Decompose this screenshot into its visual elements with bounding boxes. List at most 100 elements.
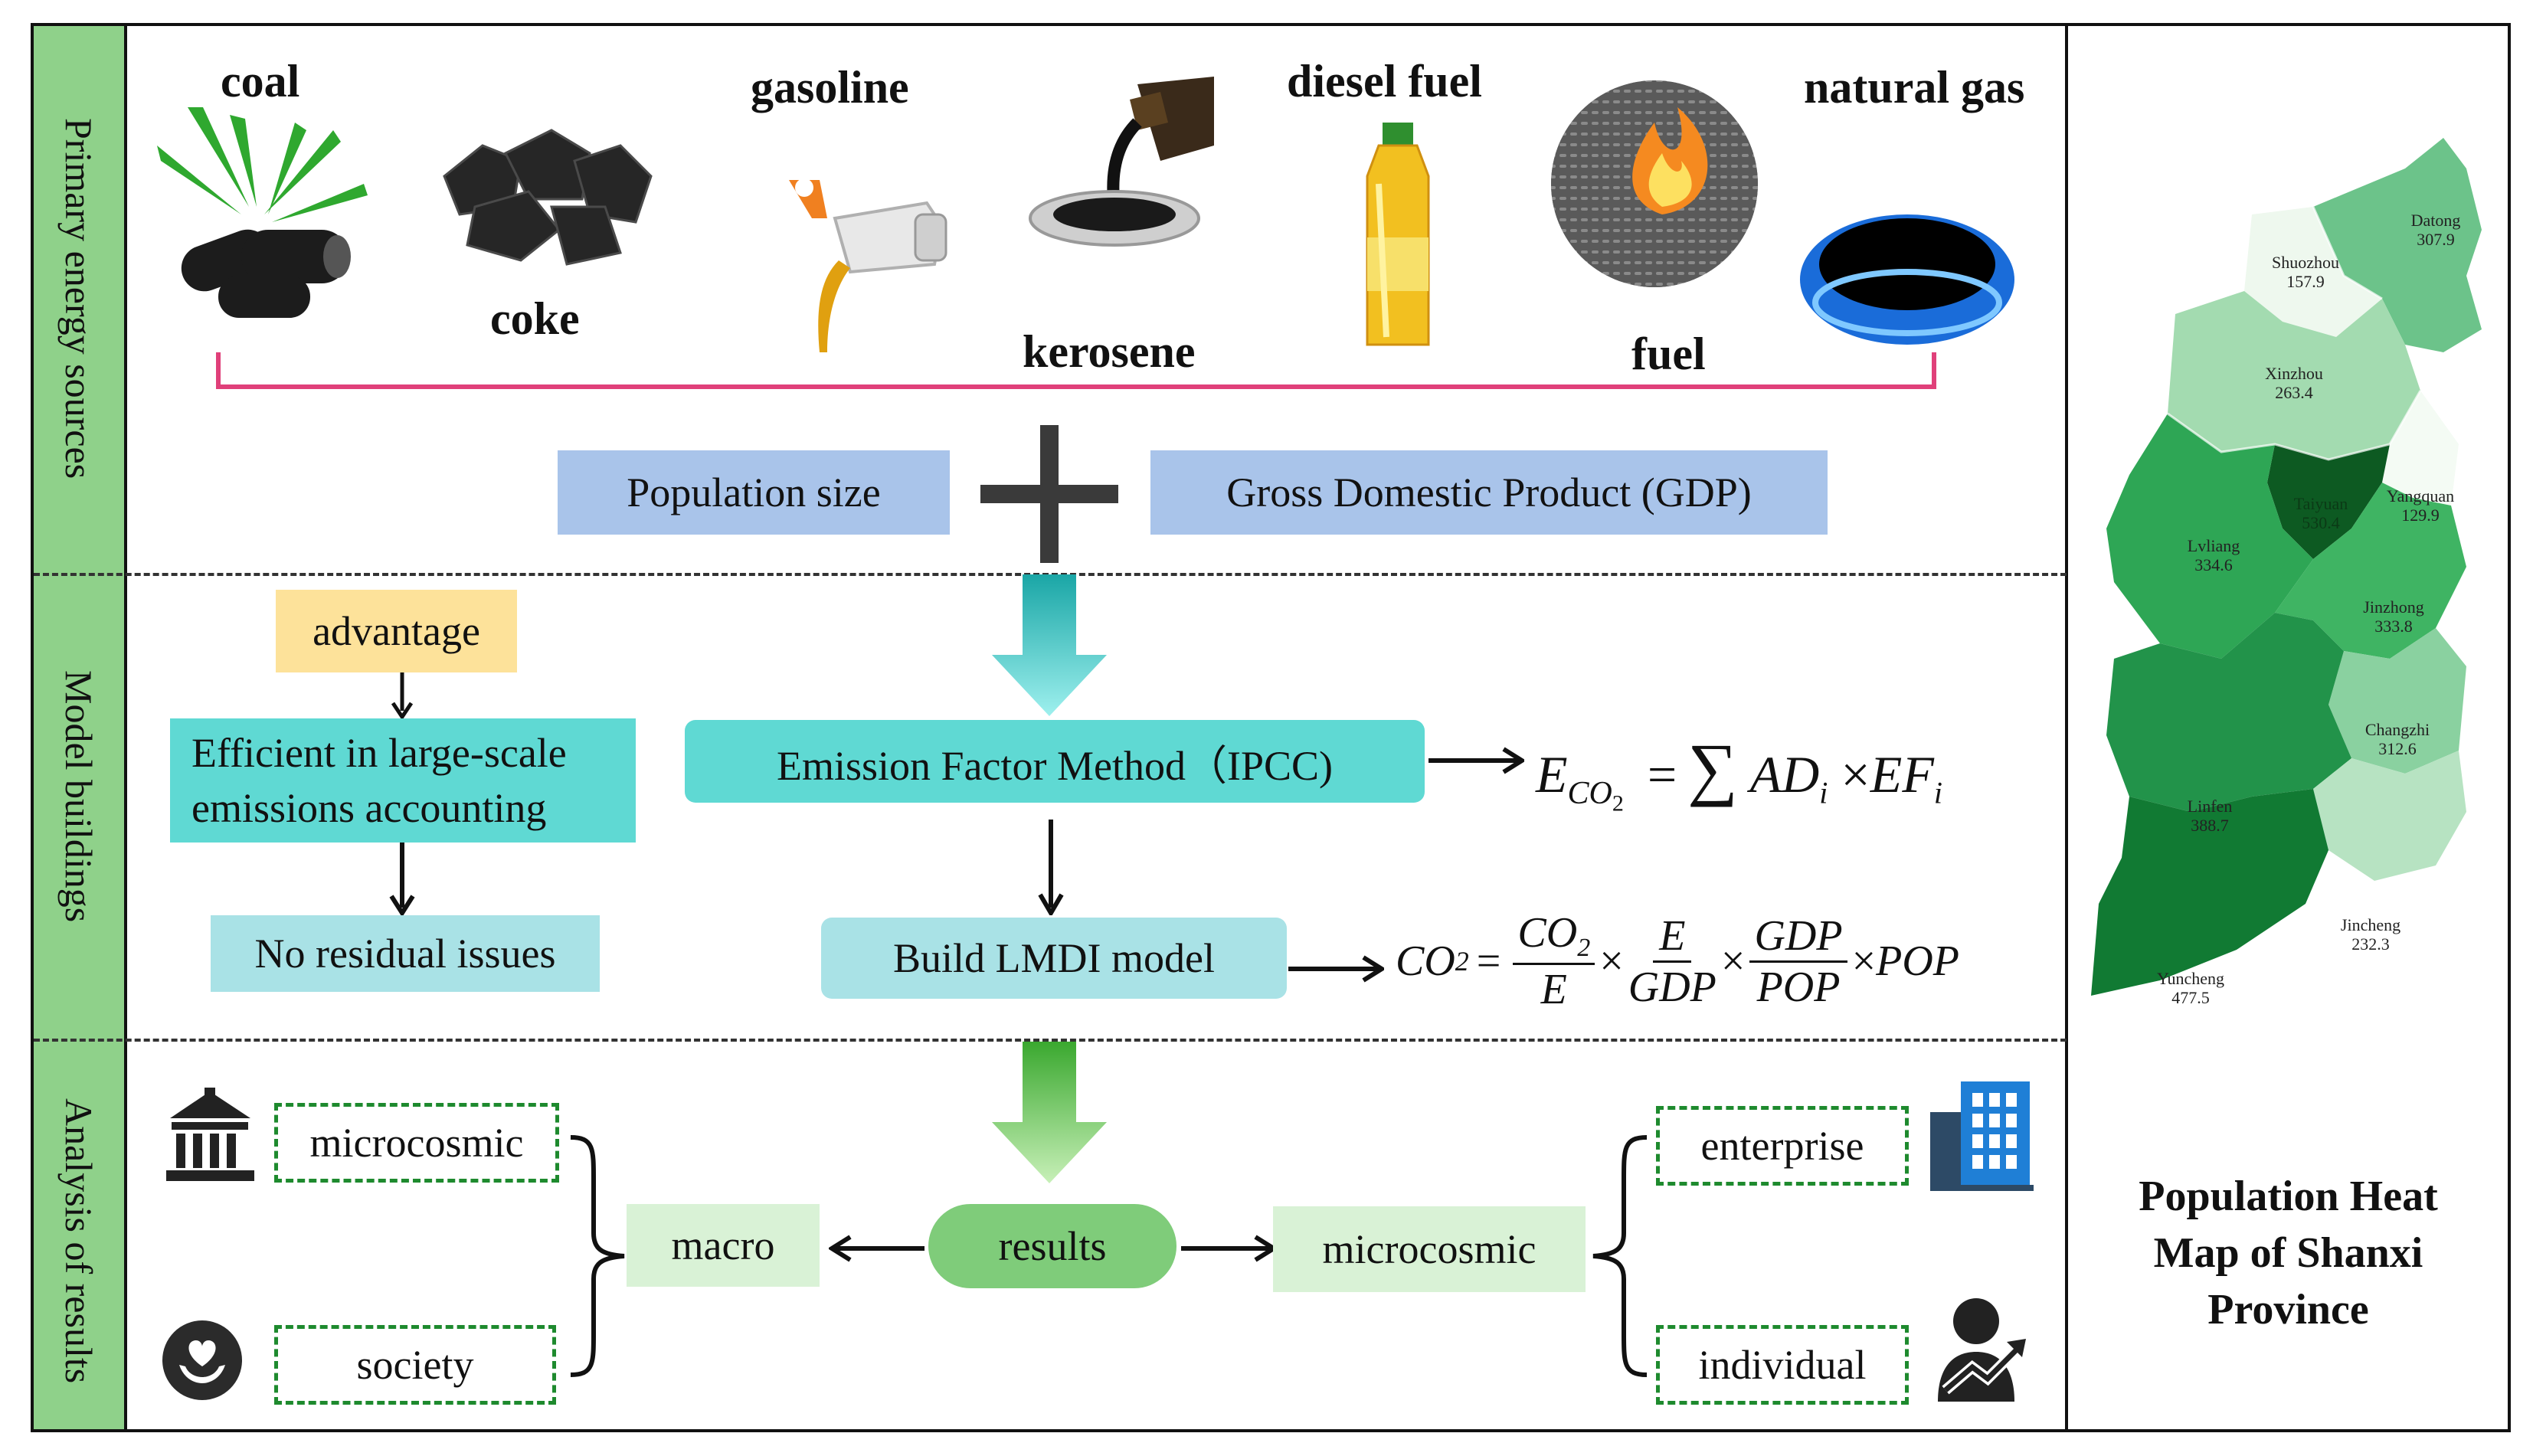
f2-times1: ×: [1599, 937, 1624, 985]
macro-box: macro: [627, 1204, 820, 1287]
f1-ef: EF: [1870, 745, 1934, 803]
map-label-changzhi-value: 312.6: [2378, 739, 2417, 758]
f2-tail: POP: [1876, 937, 1960, 985]
f2-frac1: CO2 E: [1513, 908, 1595, 1014]
left-microcosmic-box: microcosmic: [274, 1103, 559, 1183]
f1-i2: i: [1933, 775, 1942, 810]
gas-flame-icon: [1800, 214, 2014, 345]
region-jincheng: [2313, 751, 2466, 881]
f1-sum: ∑: [1687, 729, 1738, 807]
map-label-jinzhong-name: Jinzhong: [2363, 597, 2423, 617]
map-label-taiyuan-name: Taiyuan: [2294, 494, 2348, 513]
f2-f1-num: CO: [1517, 908, 1578, 957]
office-building-icon: [1930, 1081, 2034, 1191]
f2-frac2: E GDP: [1628, 911, 1716, 1012]
map-label-shuozhou-name: Shuozhou: [2272, 253, 2339, 272]
f1-lhs: E: [1536, 745, 1568, 803]
gasoline-icon: [789, 178, 947, 352]
section-bar-column: [34, 26, 127, 1429]
coal-icon: [157, 107, 368, 318]
fire-icon: [1551, 80, 1758, 287]
map-label-yangquan-name: Yangquan: [2387, 486, 2454, 506]
label-coal: coal: [221, 56, 300, 106]
f2-times3: ×: [1851, 937, 1877, 985]
map-label-yangquan-value: 129.9: [2401, 506, 2440, 525]
shanxi-map: Datong 307.9 Shuozhou 157.9 Xinzhou 263.…: [2091, 138, 2482, 1007]
f1-i1: i: [1819, 775, 1828, 810]
lmdi-box: Build LMDI model: [821, 918, 1287, 999]
label-kerosene: kerosene: [1023, 326, 1196, 377]
f2-f1-num-sub: 2: [1577, 934, 1591, 963]
no-residual-box: No residual issues: [211, 915, 600, 992]
region-taiyuan: [2267, 444, 2390, 559]
energy-brace: [216, 352, 1936, 389]
label-gasoline: gasoline: [751, 62, 909, 113]
left-brace: [570, 1135, 625, 1377]
f2-eq: =: [1476, 937, 1501, 985]
map-label-taiyuan-value: 530.4: [2302, 513, 2340, 532]
map-label-lvliang-name: Lvliang: [2188, 536, 2240, 555]
arrow-advantage-down: [391, 672, 414, 718]
f2-frac3: GDP POP: [1749, 911, 1847, 1012]
efficient-box: Efficient in large-scale emissions accou…: [170, 718, 636, 843]
region-yangquan: [2382, 391, 2459, 506]
teal-down-arrow: [992, 574, 1107, 716]
right-brace: [1592, 1135, 1648, 1377]
region-jinzhong: [2275, 483, 2466, 659]
society-box: society: [274, 1325, 556, 1405]
map-title-line-3: Province: [2207, 1286, 2369, 1333]
person-chart-icon: [1938, 1298, 2026, 1402]
map-label-jincheng-value: 232.3: [2351, 934, 2390, 954]
region-linfen: [2106, 613, 2351, 812]
microcosmic-box: microcosmic: [1273, 1206, 1586, 1292]
f2-f2-den: GDP: [1628, 963, 1716, 1011]
f1-sub: CO: [1567, 775, 1612, 811]
region-datong: [2313, 138, 2482, 352]
green-down-arrow: [992, 1042, 1107, 1183]
map-label-jincheng-name: Jincheng: [2341, 915, 2400, 934]
map-label-datong-value: 307.9: [2417, 230, 2455, 249]
map-label-yuncheng-name: Yuncheng: [2157, 969, 2224, 988]
map-title-line-1: Population Heat: [2139, 1173, 2438, 1220]
efficient-line-2: emissions accounting: [191, 785, 547, 831]
region-xinzhou: [2168, 291, 2420, 460]
kerosene-icon: [1029, 77, 1214, 247]
heart-hand-icon: [162, 1320, 242, 1400]
f2-lhs-sub: 2: [1455, 946, 1469, 977]
f1-ad: AD: [1749, 745, 1820, 803]
map-title: Population Heat Map of Shanxi Province: [2068, 1168, 2508, 1338]
f2-times2: ×: [1720, 937, 1746, 985]
f2-f3-den: POP: [1756, 963, 1841, 1011]
label-diesel: diesel fuel: [1287, 56, 1482, 106]
arrow-to-macro: [829, 1235, 925, 1262]
f2-f1-den: E: [1540, 966, 1567, 1014]
government-building-icon: [166, 1088, 254, 1181]
f1-sub2: 2: [1612, 790, 1624, 816]
f2-f3-num: GDP: [1749, 911, 1847, 963]
label-natural-gas: natural gas: [1804, 62, 2025, 113]
coke-icon: [443, 129, 653, 266]
region-lvliang: [2106, 414, 2313, 659]
population-size-box: Population size: [558, 450, 950, 535]
arrow-emission-right: [1428, 747, 1524, 774]
efficient-line-1: Efficient in large-scale: [191, 730, 567, 776]
map-label-changzhi-name: Changzhi: [2365, 720, 2430, 739]
section-label-model: Model buildings: [57, 670, 100, 923]
label-fuel: fuel: [1631, 329, 1706, 379]
gdp-box: Gross Domestic Product (GDP): [1150, 450, 1828, 535]
map-label-linfen-name: Linfen: [2188, 797, 2233, 816]
f1-eq: =: [1647, 745, 1677, 803]
plus-icon: [980, 425, 1118, 563]
map-labels: Datong 307.9 Shuozhou 157.9 Xinzhou 263.…: [2157, 211, 2460, 1007]
map-label-jinzhong-value: 333.8: [2374, 617, 2413, 636]
emission-factor-box: Emission Factor Method（IPCC): [685, 720, 1425, 803]
formula-emission: ECO2 =∑ ADi ×EFi: [1536, 728, 1942, 816]
f2-f2-num: E: [1653, 911, 1692, 963]
map-title-line-2: Map of Shanxi: [2153, 1229, 2423, 1277]
f2-lhs: CO: [1396, 937, 1455, 985]
map-label-linfen-value: 388.7: [2191, 816, 2229, 835]
enterprise-box: enterprise: [1656, 1106, 1909, 1186]
individual-box: individual: [1656, 1325, 1909, 1405]
advantage-box: advantage: [276, 590, 517, 672]
